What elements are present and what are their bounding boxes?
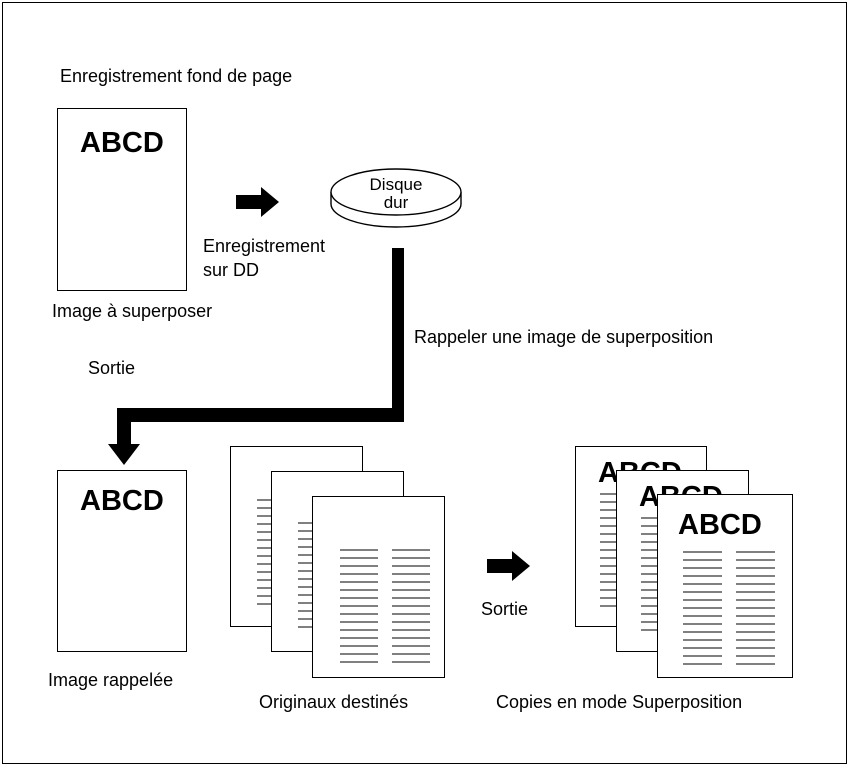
copy-back-lines [600,493,616,607]
output-right-label: Sortie [481,599,529,619]
original-middle-lines [298,522,312,628]
copy-page-front: ABCD [657,494,793,678]
output-left-label: Sortie [88,358,136,378]
overlay-source-page: ABCD [57,108,187,291]
recall-path-arrow [108,248,404,465]
recall-label: Rappeler une image de superposition [414,327,714,347]
overlay-source-text: ABCD [80,127,164,159]
copies-label: Copies en mode Superposition [496,692,743,712]
disk-label: Disque dur [356,176,436,212]
original-front-lines [340,549,430,663]
disk-label-line1: Disque [369,175,423,194]
recalled-page-text: ABCD [80,485,164,517]
overlay-image-label: Image à superposer [52,301,213,321]
disk-label-line2: dur [383,193,409,212]
copy-middle-lines [641,517,657,631]
originals-label: Originaux destinés [259,692,409,712]
register-arrow [236,187,279,217]
register-label-line1: Enregistrement [203,236,326,256]
register-label-line2: sur DD [203,260,260,280]
original-back-lines [257,499,271,605]
recalled-image-label: Image rappelée [48,670,174,690]
copy-front-text: ABCD [678,509,762,541]
recalled-page: ABCD [57,470,187,652]
original-page-front [312,496,445,678]
output-arrow [487,551,530,581]
hard-disk-icon [330,168,462,228]
heading-label: Enregistrement fond de page [60,66,293,86]
copy-front-lines [683,551,775,665]
